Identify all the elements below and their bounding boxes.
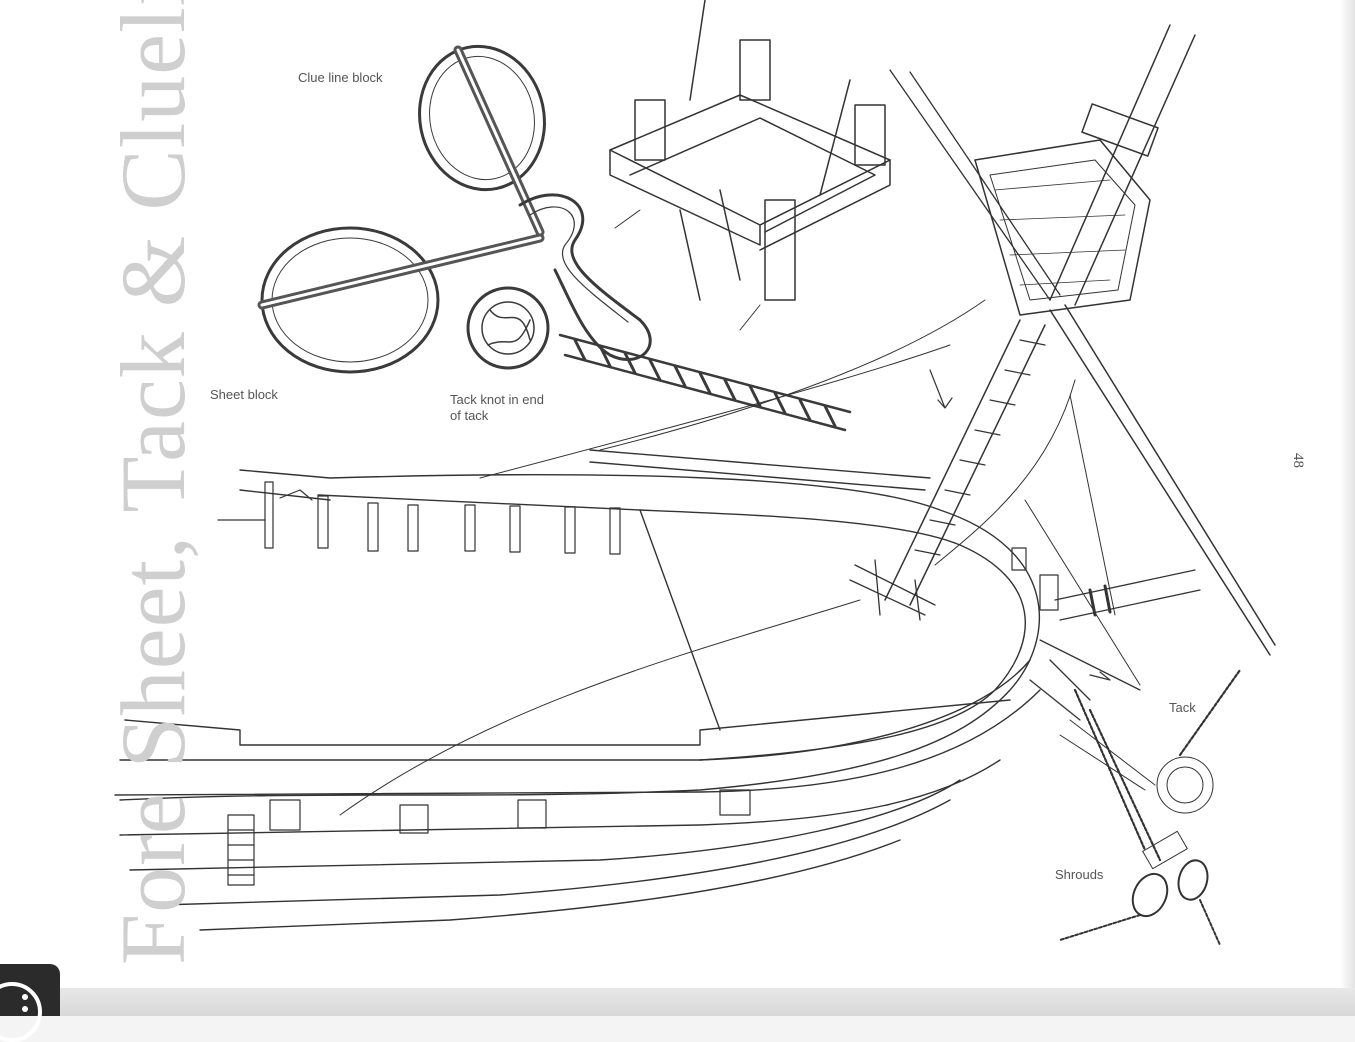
book-page: Fore Sheet, Tack & Clueline Clue line bl… [0,0,1355,1016]
clue-line-block-drawing [418,44,546,237]
deck-stanchions-drawing [217,481,1059,886]
page-number: 48 [1290,453,1306,468]
dot-icon [22,994,28,1000]
crosstree-frame-drawing [609,0,891,331]
label-shrouds: Shrouds [1055,867,1104,882]
label-tack-knot: Tack knot in end of tack [450,392,544,423]
shrouds-eyes-drawing [1059,859,1221,946]
viewer-bottom-strip [0,988,1355,1016]
hull-drawing [114,449,1041,931]
rope-loop-drawing [466,193,652,370]
page-edge [1340,0,1355,1016]
twisted-rope-drawing [558,333,852,432]
arrows-drawing [279,369,1111,681]
more-options-icon [0,982,42,1042]
label-clue-line-block: Clue line block [298,70,383,85]
bowsprit-drawing [1029,569,1201,721]
label-sheet-block: Sheet block [210,387,278,402]
ship-rigging-drawing [114,0,1276,946]
side-title: Fore Sheet, Tack & Clueline [102,0,204,965]
foremast-drawing [849,24,1276,656]
dot-icon [22,1006,28,1012]
sheet-block-drawing [257,226,545,374]
label-tack: Tack [1169,700,1196,715]
more-options-button[interactable] [0,964,60,1042]
rigging-lines-drawing [339,299,1242,870]
